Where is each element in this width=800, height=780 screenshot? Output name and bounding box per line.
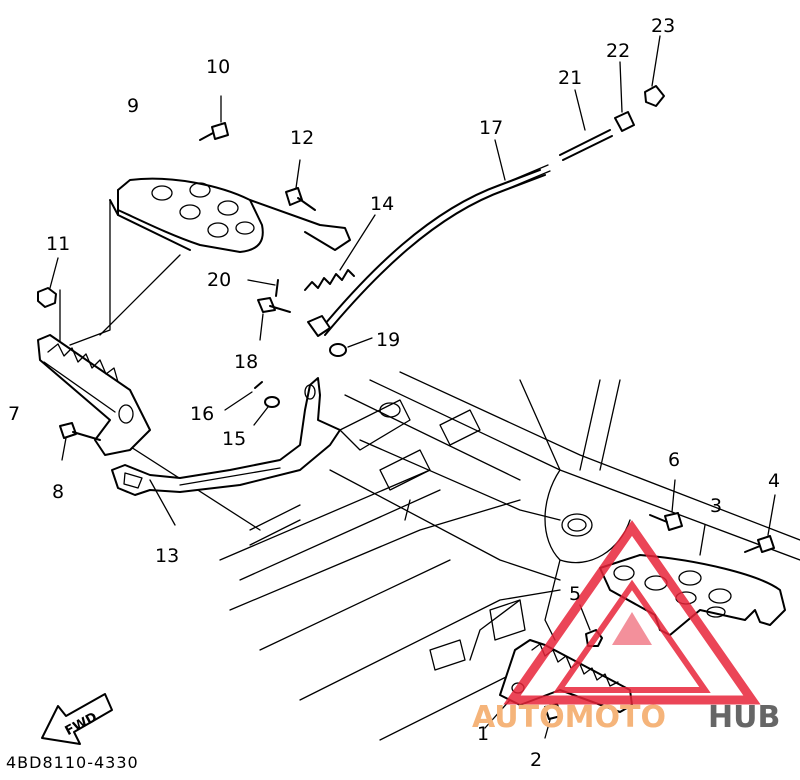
callout-21: 21 xyxy=(558,67,582,89)
callout-3: 3 xyxy=(710,495,722,517)
brake-rod xyxy=(319,139,551,336)
callout-11: 11 xyxy=(46,233,70,255)
watermark-text: AUTOMOTO HUB xyxy=(472,700,780,735)
bolt-12 xyxy=(285,159,316,211)
spring-14 xyxy=(304,214,376,291)
right-footrest-bracket xyxy=(599,524,786,636)
watermark-logo xyxy=(503,520,761,705)
callout-9: 9 xyxy=(127,95,139,117)
callout-10: 10 xyxy=(206,56,230,78)
left-footrest-bracket xyxy=(109,177,351,253)
callout-labels: 1 2 3 4 5 6 7 8 9 10 11 12 13 14 15 16 1… xyxy=(8,15,780,771)
callout-16: 16 xyxy=(190,403,214,425)
cotter-pin-20 xyxy=(247,279,279,297)
cotter-pin-16 xyxy=(224,381,263,411)
left-footpeg xyxy=(37,334,151,456)
callout-7: 7 xyxy=(8,403,20,425)
callout-6: 6 xyxy=(668,449,680,471)
assembly-leaders xyxy=(59,199,181,346)
bolt-8 xyxy=(59,422,101,461)
clevis-pin-18 xyxy=(257,297,291,341)
joint-22 xyxy=(614,61,635,132)
callout-14: 14 xyxy=(370,193,394,215)
watermark-part1: AUTOMOTO xyxy=(472,700,666,735)
nut-11 xyxy=(37,257,59,308)
bolt-6 xyxy=(649,479,683,531)
nut-23 xyxy=(644,35,665,107)
washer-19 xyxy=(329,337,373,357)
watermark-part2: HUB xyxy=(708,700,780,735)
bolt-4 xyxy=(744,494,776,553)
part-code: 4BD8110-4330 xyxy=(6,753,139,772)
clevis-joint xyxy=(307,315,331,337)
callout-5: 5 xyxy=(569,583,581,605)
callout-13: 13 xyxy=(155,545,179,567)
callout-18: 18 xyxy=(234,351,258,373)
bolt-10 xyxy=(199,95,229,141)
callout-15: 15 xyxy=(222,428,246,450)
bolt-2 xyxy=(544,703,562,739)
callout-17: 17 xyxy=(479,117,503,139)
fwd-arrow: FWD xyxy=(41,693,113,745)
callout-12: 12 xyxy=(290,127,314,149)
frame xyxy=(119,371,800,741)
callout-23: 23 xyxy=(651,15,675,37)
callout-2: 2 xyxy=(530,749,542,771)
callout-22: 22 xyxy=(606,40,630,62)
callout-1: 1 xyxy=(477,723,489,745)
callout-19: 19 xyxy=(376,329,400,351)
washer-15 xyxy=(253,396,280,426)
callout-20: 20 xyxy=(207,269,231,291)
brake-pedal xyxy=(111,377,341,526)
pin-21 xyxy=(559,89,613,161)
callout-4: 4 xyxy=(768,470,780,492)
callout-8: 8 xyxy=(52,481,64,503)
